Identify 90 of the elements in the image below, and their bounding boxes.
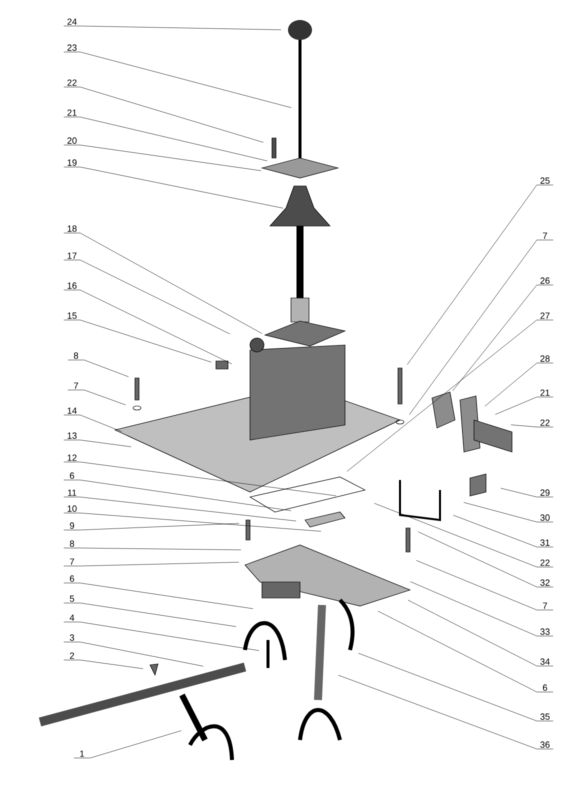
callout-number: 20 [67, 137, 77, 144]
callout-number: 2 [70, 652, 74, 659]
leader-line [64, 642, 204, 666]
callout-number: 7 [74, 382, 78, 389]
callout-number: 21 [67, 110, 77, 116]
callout-number: 35 [540, 713, 550, 720]
leader-line [64, 320, 212, 362]
callout-number: 7 [542, 232, 548, 239]
leader-line [64, 260, 230, 334]
callout-number: 10 [68, 505, 77, 512]
callout-number: 7 [542, 602, 548, 609]
leader-line [64, 144, 262, 171]
leader-line [68, 390, 126, 406]
leader-line [64, 440, 132, 447]
leader-line [500, 488, 554, 498]
leader-line [416, 560, 554, 610]
leader-line [64, 414, 122, 432]
callout-number: 28 [540, 355, 550, 362]
callout-number: 32 [540, 579, 550, 586]
callout-number: 23 [67, 44, 77, 51]
callout-number: 22 [67, 80, 77, 86]
leader-line [64, 462, 336, 496]
callout-number: 16 [68, 282, 77, 289]
leader-line [64, 602, 236, 627]
leader-line [374, 503, 554, 568]
leader-line [510, 424, 554, 428]
callout-number: 14 [68, 408, 77, 414]
callout-number: 25 [540, 177, 550, 184]
leader-line [64, 116, 268, 162]
leader-line [64, 562, 240, 566]
callout-number: 22 [540, 420, 550, 426]
callout-number: 26 [540, 277, 550, 284]
leader-line [68, 360, 129, 377]
callout-number: 22 [540, 560, 550, 566]
leader-line [64, 26, 282, 30]
leader-line [418, 532, 554, 588]
callout-number: 34 [540, 658, 550, 665]
leader-line [453, 515, 554, 548]
callout-number: 21 [540, 390, 550, 396]
callout-number: 27 [540, 312, 550, 319]
leader-line [64, 548, 242, 550]
leader-line [408, 600, 554, 666]
leader-line [409, 240, 554, 415]
leader-line [64, 232, 262, 334]
callout-number: 36 [540, 741, 550, 748]
leader-line [64, 166, 284, 208]
callout-number: 8 [70, 540, 74, 547]
leader-line [64, 622, 260, 651]
callout-number: 11 [68, 490, 76, 496]
leader-line [464, 502, 554, 522]
leader-line [64, 86, 264, 143]
callout-number: 1 [80, 750, 84, 757]
leader-line [64, 480, 292, 511]
callout-number: 4 [70, 614, 74, 621]
leader-line [495, 396, 554, 415]
leader-line [346, 320, 554, 472]
leader-line [410, 581, 554, 636]
callout-number: 17 [68, 252, 77, 259]
leader-line [64, 496, 296, 522]
callout-number: 3 [70, 634, 74, 641]
callout-number: 19 [68, 159, 77, 166]
callout-number: 9 [70, 522, 74, 529]
callout-number: 7 [70, 558, 74, 565]
leader-line [74, 730, 182, 758]
leader-line [484, 362, 554, 406]
callout-number: 5 [70, 596, 74, 602]
callout-number: 6 [70, 472, 74, 479]
leader-line [64, 52, 292, 108]
callout-number: 30 [540, 514, 550, 521]
callout-number: 29 [540, 489, 550, 496]
leader-line [452, 284, 554, 392]
callout-number: 15 [68, 312, 77, 319]
callout-number: 6 [70, 575, 74, 582]
leader-line [64, 660, 144, 669]
callout-number: 8 [74, 352, 78, 359]
leader-line [64, 512, 322, 532]
leader-line [407, 184, 554, 365]
leader-line [64, 523, 240, 530]
callout-number: 13 [68, 432, 77, 439]
leader-line [378, 610, 554, 692]
callout-number: 12 [68, 454, 77, 461]
callout-number: 18 [68, 225, 77, 232]
callout-number: 24 [67, 18, 77, 25]
leader-line [64, 582, 254, 609]
callout-number: 33 [540, 628, 550, 635]
callout-number: 6 [542, 684, 548, 691]
leader-line [64, 290, 232, 364]
callout-number: 31 [540, 539, 550, 546]
leader-line [338, 675, 554, 750]
leader-line [358, 653, 554, 722]
